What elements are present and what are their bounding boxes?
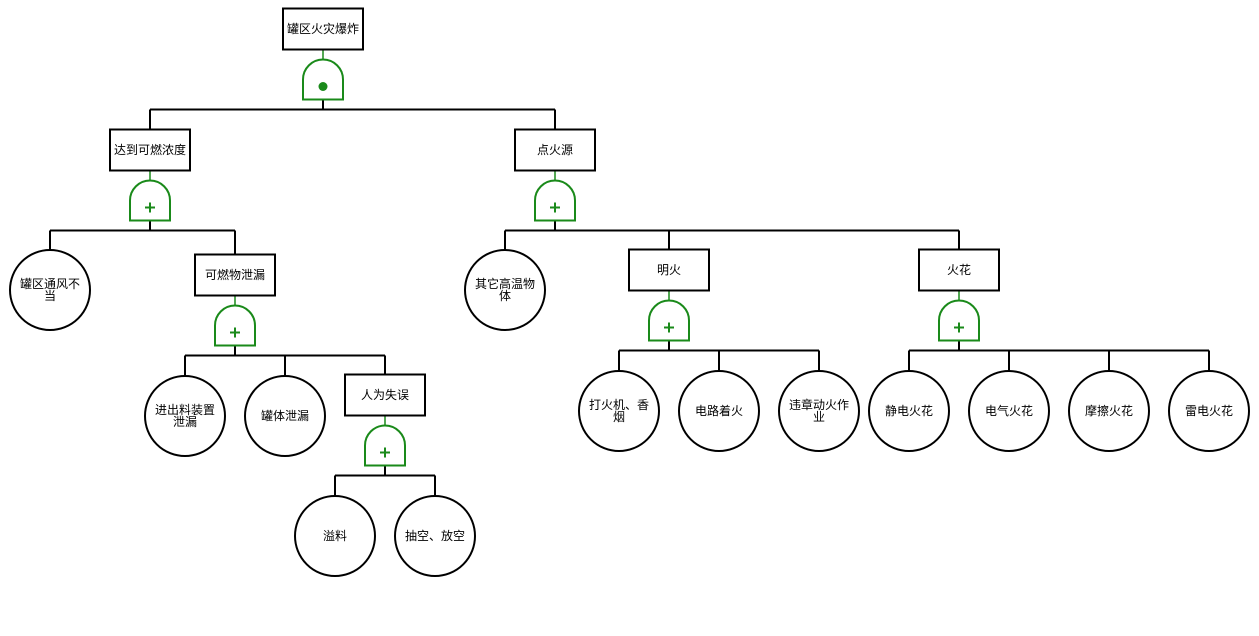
basic-event-circle: [394, 495, 476, 577]
or-gate: [364, 424, 406, 467]
basic-event-circle: [868, 370, 950, 452]
event-label: 人为失误: [360, 388, 409, 402]
intermediate-event-box: [109, 128, 191, 172]
basic-event-label: 其它高温物体: [474, 277, 535, 303]
and-gate-symbol: [318, 82, 328, 91]
event-label: 达到可燃浓度: [113, 143, 186, 157]
basic-event-circle: [244, 375, 326, 457]
basic-event-label: 静电火花: [884, 404, 933, 418]
event-label: 可燃物泄漏: [204, 268, 265, 282]
intermediate-event-box: [282, 7, 364, 51]
basic-event-circle: [1168, 370, 1250, 452]
intermediate-event-box: [628, 248, 710, 292]
intermediate-event-box: [344, 373, 426, 417]
or-gate: [534, 179, 576, 222]
basic-event-label: 摩擦火花: [1084, 404, 1133, 418]
connector-lines: [49, 49, 1210, 496]
basic-event-circle: [9, 249, 91, 331]
event-label: 罐区火灾爆炸: [286, 22, 359, 36]
basic-event-circle: [144, 375, 226, 457]
basic-event-circle: [778, 370, 860, 452]
basic-event-circle: [678, 370, 760, 452]
basic-event-circle: [294, 495, 376, 577]
and-gate: [302, 58, 344, 101]
basic-event-label: 罐区通风不当: [19, 277, 80, 303]
basic-event-label: 电气火花: [984, 404, 1033, 418]
basic-event-circle: [1068, 370, 1150, 452]
basic-event-label: 罐体泄漏: [260, 409, 309, 423]
basic-event-label: 电路着火: [694, 404, 743, 418]
basic-event-label: 抽空、放空: [404, 529, 465, 543]
or-gate: [938, 299, 980, 342]
or-gate: [214, 304, 256, 347]
intermediate-event-box: [918, 248, 1000, 292]
event-label: 点火源: [536, 143, 573, 157]
or-gate: [648, 299, 690, 342]
basic-event-label: 雷电火花: [1184, 404, 1233, 418]
event-label: 火花: [946, 263, 971, 277]
basic-event-circle: [968, 370, 1050, 452]
basic-event-circle: [464, 249, 546, 331]
basic-event-label: 溢料: [322, 529, 347, 543]
basic-event-label: 打火机、香烟: [588, 398, 649, 424]
basic-event-label: 违章动火作业: [788, 398, 849, 424]
intermediate-event-box: [194, 253, 276, 297]
intermediate-event-box: [514, 128, 596, 172]
event-nodes: [9, 7, 1250, 577]
logic-gates: [129, 58, 980, 467]
or-gate: [129, 179, 171, 222]
basic-event-label: 进出料装置泄漏: [154, 403, 215, 429]
event-label: 明火: [656, 263, 681, 277]
basic-event-circle: [578, 370, 660, 452]
